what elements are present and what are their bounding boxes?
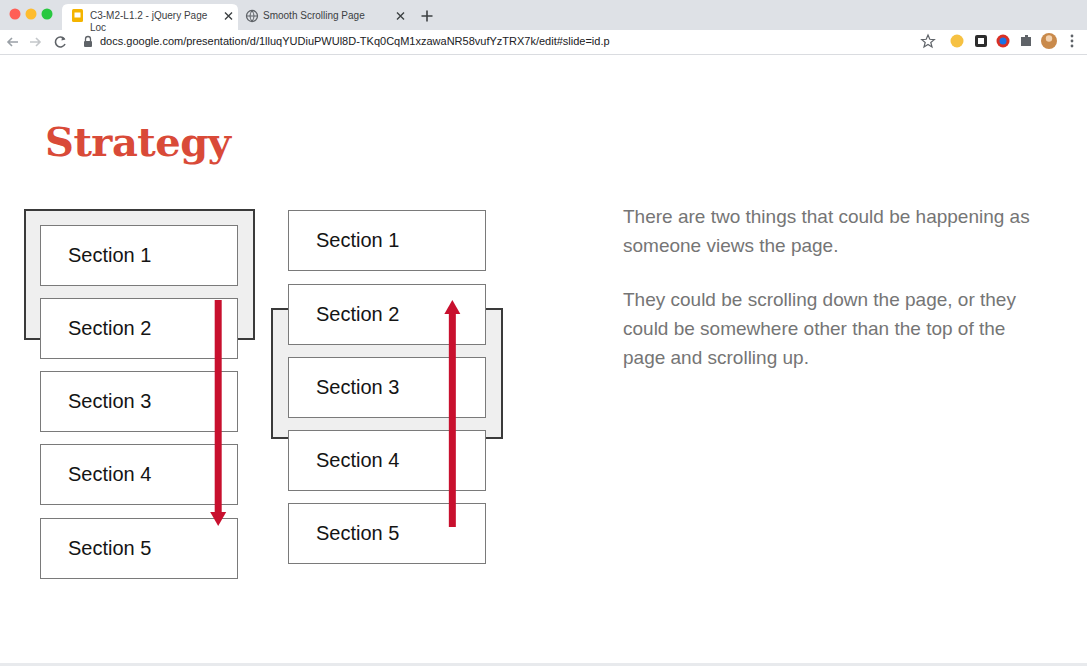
menu-icon: [1071, 35, 1074, 38]
lock-icon: [84, 41, 92, 47]
profile-avatar: [1041, 33, 1057, 49]
menu-icon: [1071, 45, 1074, 48]
section-label: Section 1: [41, 244, 161, 267]
window-edge: [0, 663, 1087, 666]
section-box: Section 3: [288, 357, 486, 418]
extension-icon: [978, 38, 984, 44]
section-label: Section 2: [289, 303, 409, 326]
tab-title: C3-M2-L1.2 - jQuery Page Loc: [90, 10, 224, 34]
globe-icon: [247, 11, 258, 22]
section-label: Section 5: [41, 537, 161, 560]
section-box: Section 1: [288, 210, 486, 271]
extension-icon: [951, 35, 964, 48]
section-box: Section 5: [288, 503, 486, 564]
scroll-arrow: [215, 300, 222, 516]
minimize-button: [26, 9, 37, 20]
slide-paragraph: There are two things that could be happe…: [623, 202, 1043, 260]
scroll-arrow-group: [444, 300, 460, 527]
section-label: Section 4: [41, 463, 161, 486]
extensions-icon: [1021, 35, 1031, 46]
section-label: Section 5: [289, 522, 409, 545]
slides-icon: [72, 9, 83, 22]
extension-icon: [1000, 38, 1007, 45]
scroll-arrow: [449, 310, 456, 527]
bookmark-star: [922, 35, 935, 47]
section-box: Section 2: [288, 284, 486, 345]
slides-icon: [75, 13, 81, 18]
globe-icon: [247, 11, 258, 22]
lock-icon: [86, 37, 91, 42]
section-box: Section 4: [288, 430, 486, 491]
section-box: Section 4: [40, 444, 238, 505]
section-box: Section 2: [40, 298, 238, 359]
reload-icon: [62, 37, 66, 41]
menu-icon: [1071, 40, 1074, 43]
close-button: [10, 9, 21, 20]
toolbar: [0, 30, 1087, 54]
arrow-head: [444, 300, 460, 314]
tab-close-icon: [397, 13, 404, 20]
section-label: Section 3: [41, 390, 161, 413]
arrow-head: [210, 512, 226, 526]
slide-title: Strategy: [45, 118, 231, 165]
toolbar-border: [0, 54, 1087, 55]
extension-icon: [975, 35, 987, 47]
scroll-arrow-group: [210, 300, 226, 526]
slide-paragraph: They could be scrolling down the page, o…: [623, 285, 1043, 372]
tab-close-icon: [225, 13, 232, 20]
reload-icon: [55, 37, 65, 47]
address-url: docs.google.com/presentation/d/1lluqYUDi…: [100, 35, 900, 48]
back-icon: [8, 38, 18, 46]
section-label: Section 3: [289, 376, 409, 399]
forward-icon: [30, 38, 40, 46]
tab-title: Smooth Scrolling Page: [263, 10, 393, 22]
extension-icon: [997, 35, 1010, 48]
new-tab-icon: [422, 11, 433, 22]
profile-avatar: [1046, 35, 1052, 41]
section-label: Section 1: [289, 229, 409, 252]
section-box: Section 5: [40, 518, 238, 579]
section-label: Section 2: [41, 317, 161, 340]
section-box: Section 1: [40, 225, 238, 286]
section-label: Section 4: [289, 449, 409, 472]
section-box: Section 3: [40, 371, 238, 432]
zoom-button: [42, 9, 53, 20]
